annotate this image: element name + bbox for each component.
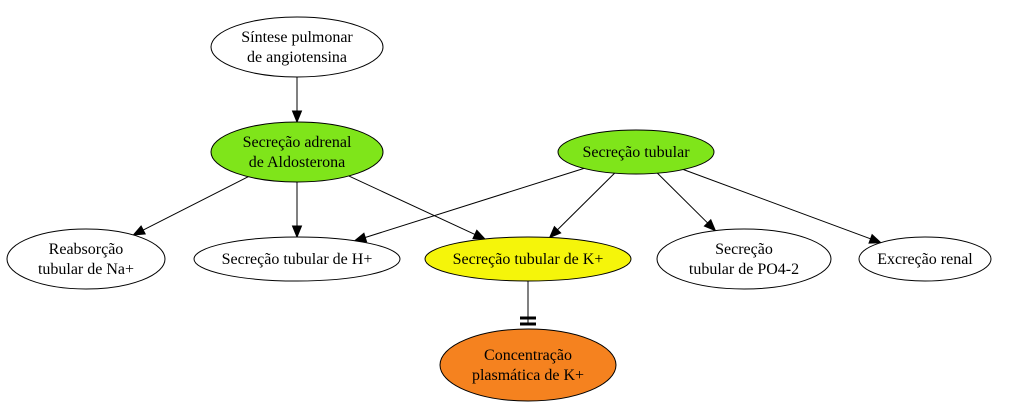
- node-po4: Secreção tubular de PO4-2: [656, 228, 832, 290]
- edge-line: [683, 169, 871, 240]
- node-label: Secreção tubular de K+: [453, 251, 604, 268]
- edge-line: [348, 175, 476, 235]
- node-ellipse: [656, 228, 832, 290]
- node-label: plasmática de K+: [472, 367, 584, 384]
- node-label: tubular de Na+: [38, 261, 134, 278]
- edge-line: [142, 176, 249, 231]
- edge-secrecao_tubular-to-k: [548, 172, 615, 239]
- edge-line: [657, 172, 708, 224]
- arrowhead: [472, 229, 487, 240]
- edge-secrecao_tubular-to-excrecao: [683, 169, 883, 244]
- node-ellipse: [210, 121, 384, 183]
- node-ellipse: [439, 328, 617, 402]
- node-secrecao-tubular: Secreção tubular: [557, 129, 715, 175]
- node-label: Excreção renal: [877, 251, 973, 268]
- node-label: Secreção tubular: [582, 144, 690, 161]
- node-label: Secreção adrenal: [243, 134, 352, 151]
- arrowhead: [291, 110, 303, 124]
- node-label: Síntese pulmonar: [241, 29, 353, 46]
- arrowhead: [291, 225, 303, 239]
- edge-aldosterona-to-na: [132, 176, 249, 236]
- node-label: de angiotensina: [247, 49, 347, 66]
- edge-secrecao_tubular-to-po4: [657, 172, 717, 232]
- node-ellipse: [557, 129, 715, 175]
- edge-k-to-concentracao: [520, 281, 536, 326]
- node-excrecao: Excreção renal: [858, 236, 992, 282]
- node-h: Secreção tubular de H+: [193, 236, 401, 282]
- node-k: Secreção tubular de K+: [424, 236, 632, 282]
- edge-secrecao_tubular-to-h: [353, 167, 585, 243]
- arrowhead: [548, 225, 562, 239]
- node-aldosterona: Secreção adrenal de Aldosterona: [210, 121, 384, 183]
- node-sintese: Síntese pulmonar de angiotensina: [210, 16, 384, 78]
- edges-layer: [132, 77, 883, 326]
- node-label: tubular de PO4-2: [689, 261, 799, 278]
- edge-line: [365, 167, 585, 238]
- node-label: Reabsorção: [49, 241, 124, 258]
- node-ellipse: [6, 228, 166, 290]
- edge-line: [557, 172, 615, 231]
- node-ellipse: [858, 236, 992, 282]
- edge-sintese-to-aldosterona: [291, 77, 303, 124]
- node-label: Concentração: [484, 347, 572, 364]
- node-ellipse: [210, 16, 384, 78]
- arrowhead: [132, 225, 146, 236]
- node-label: Secreção: [715, 241, 773, 258]
- node-na: Reabsorção tubular de Na+: [6, 228, 166, 290]
- edge-aldosterona-to-k: [348, 175, 487, 240]
- node-concentracao: Concentração plasmática de K+: [439, 328, 617, 402]
- arrowhead: [868, 233, 883, 244]
- node-ellipse: [424, 236, 632, 282]
- node-label: de Aldosterona: [249, 154, 345, 171]
- edge-aldosterona-to-h: [291, 182, 303, 239]
- node-ellipse: [193, 236, 401, 282]
- arrowhead: [703, 218, 717, 232]
- node-label: Secreção tubular de H+: [222, 251, 373, 268]
- nodes-layer: Síntese pulmonar de angiotensinaSecreção …: [6, 16, 992, 402]
